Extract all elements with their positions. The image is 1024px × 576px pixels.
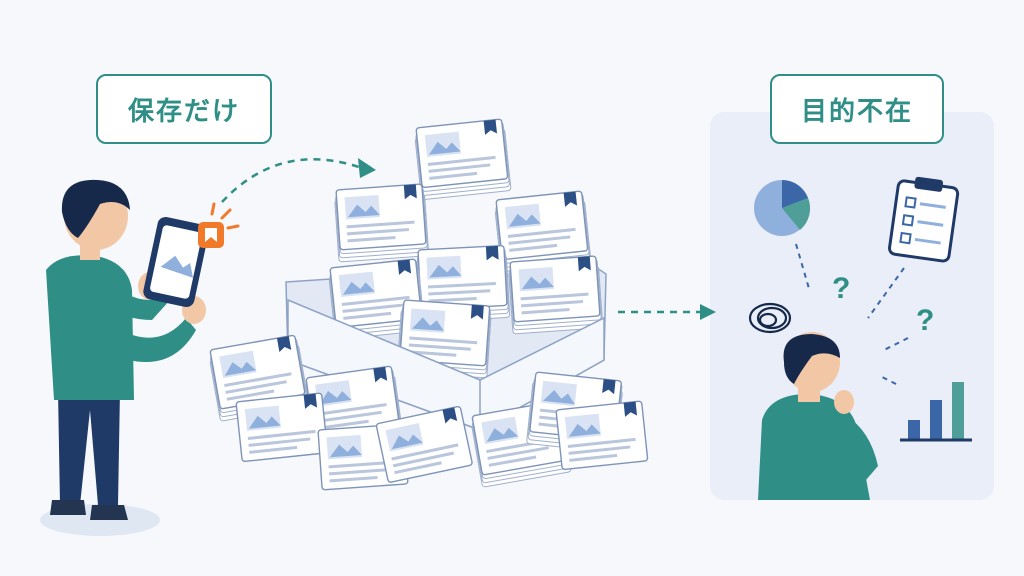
clipboard-checklist-icon	[888, 176, 960, 263]
label-no-purpose: 目的不在	[770, 74, 944, 144]
bar-chart-icon	[900, 382, 972, 442]
arrow-to-storage	[221, 158, 363, 203]
confusion-scribble-icon	[748, 302, 792, 334]
bookmark-icon	[198, 202, 240, 248]
question-mark: ?	[832, 272, 850, 305]
label-save-only: 保存だけ	[96, 74, 272, 144]
pie-chart-icon	[754, 180, 811, 236]
person-with-phone-icon	[40, 179, 209, 536]
thinking-person-icon	[758, 332, 878, 500]
question-mark: ?	[916, 304, 934, 337]
